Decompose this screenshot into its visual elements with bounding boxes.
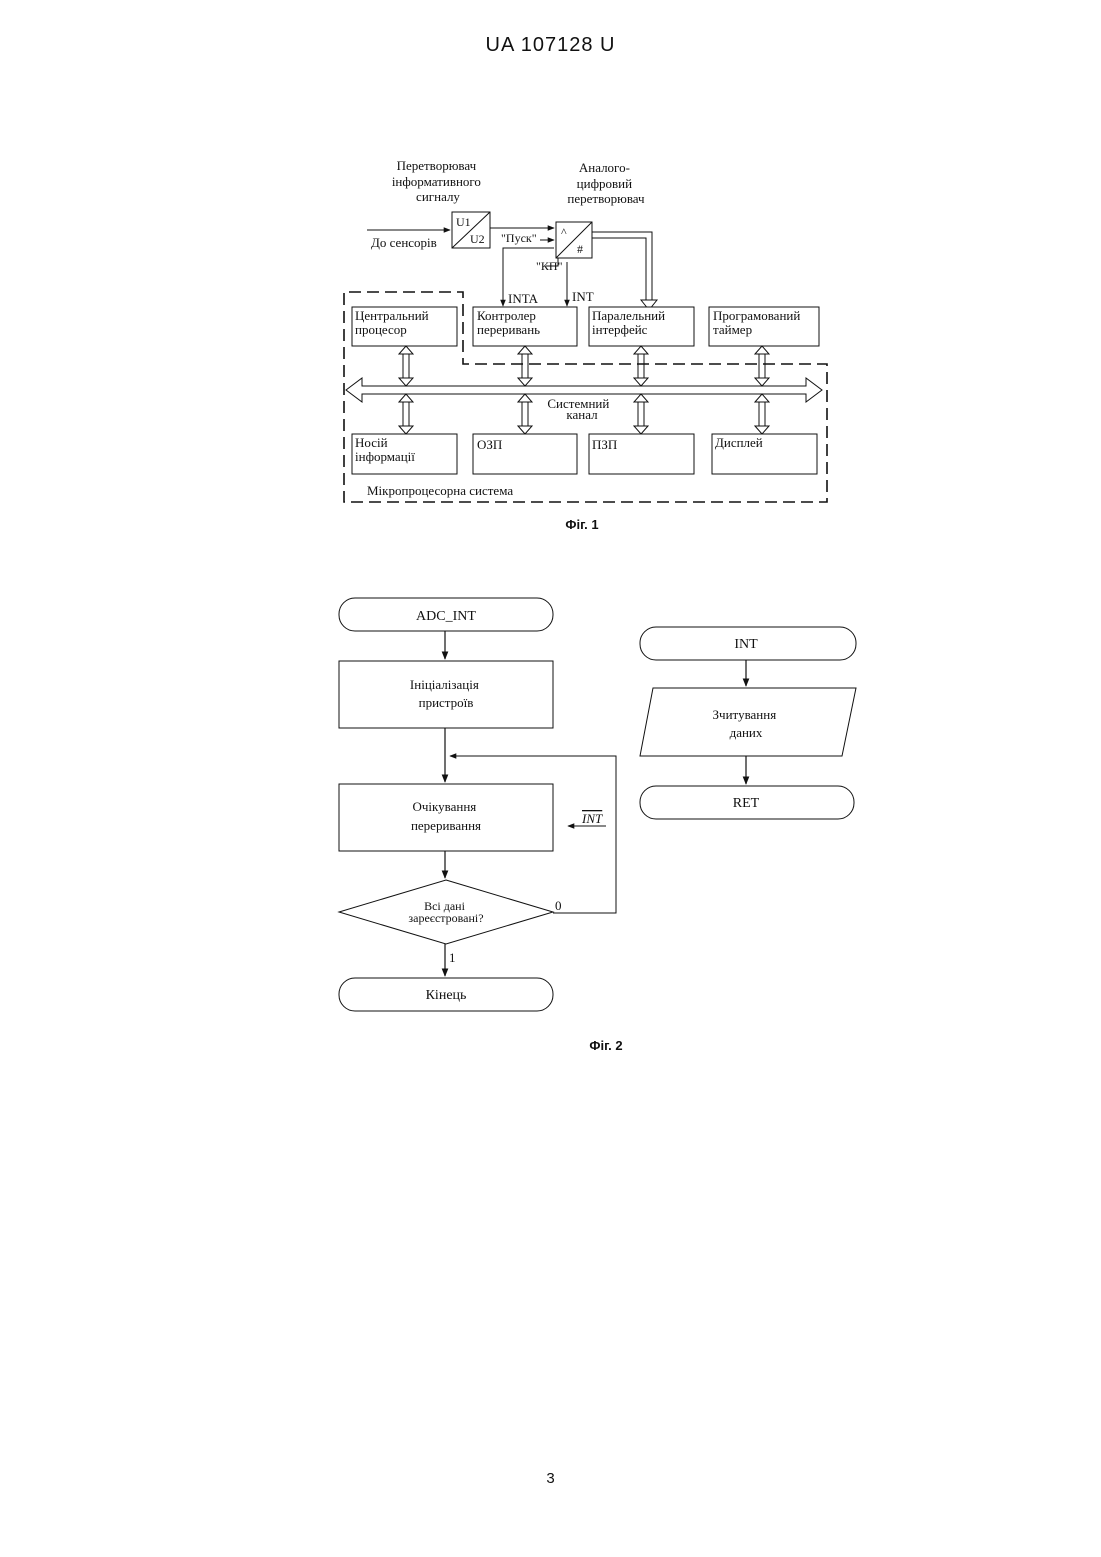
converter-input-label: U1 (456, 215, 471, 229)
signal-converter-block: U1 U2 (452, 212, 490, 248)
adc-block: ^ # (556, 222, 592, 258)
svg-text:Кінець: Кінець (426, 988, 467, 1003)
figure-2-flowchart: ADC_INT Ініціалізація пристроїв Очікуван… (339, 598, 856, 1011)
isr-read-data: Зчитування даних (640, 688, 856, 756)
svg-text:Програмований: Програмований (713, 308, 800, 323)
page-number: 3 (0, 1470, 1101, 1487)
flow-start: ADC_INT (339, 598, 553, 631)
isr-start: INT (640, 627, 856, 660)
adc-data-line-2 (592, 238, 646, 300)
svg-text:INT: INT (734, 637, 758, 652)
sensor-label: До сенсорів (371, 235, 437, 250)
figure-1-caption: Фіг. 1 (565, 517, 598, 532)
svg-text:Контролер: Контролер (477, 308, 536, 323)
int-input-label: INT (581, 811, 603, 826)
adc-data-line-1 (592, 232, 652, 300)
start-signal-label: "Пуск" (501, 231, 537, 245)
flow-init: Ініціалізація пристроїв (339, 661, 553, 728)
svg-text:процесор: процесор (355, 322, 407, 337)
svg-text:RET: RET (733, 796, 760, 811)
flow-end: Кінець (339, 978, 553, 1011)
converter-label: Перетворювач інформативного сигналу (392, 158, 484, 204)
svg-text:Носій: Носій (355, 435, 388, 450)
int-label: INT (572, 289, 594, 304)
yes-label: 1 (449, 950, 456, 965)
block-cpu: Центральний процесор (352, 307, 457, 346)
flow-wait: Очікування переривання (339, 784, 553, 851)
adc-label: Аналого- цифровий перетворювач (567, 160, 645, 206)
block-programmable-timer: Програмований таймер (709, 307, 819, 346)
svg-text:інтерфейс: інтерфейс (592, 322, 648, 337)
system-bus-label: Системний канал (547, 396, 612, 422)
svg-text:ОЗП: ОЗП (477, 437, 502, 452)
svg-text:ADC_INT: ADC_INT (416, 609, 476, 624)
block-ram: ОЗП (473, 434, 577, 474)
svg-text:інформації: інформації (355, 449, 415, 464)
block-display: Дисплей (712, 434, 817, 474)
figure-1-block-diagram: Перетворювач інформативного сигналу Анал… (344, 158, 827, 502)
svg-text:Дисплей: Дисплей (715, 435, 763, 450)
block-parallel-interface: Паралельний інтерфейс (589, 307, 694, 346)
end-signal-label: "КП" (536, 259, 563, 273)
inta-label: INTA (508, 291, 539, 306)
adc-digital-glyph: # (577, 242, 583, 256)
svg-text:Центральний: Центральний (355, 308, 429, 323)
svg-text:таймер: таймер (713, 322, 752, 337)
converter-output-label: U2 (470, 232, 485, 246)
svg-text:переривань: переривань (477, 322, 540, 337)
svg-text:Паралельний: Паралельний (592, 308, 665, 323)
svg-text:ПЗП: ПЗП (592, 437, 617, 452)
flow-decision: Всі дані зареєстровані? (339, 880, 553, 944)
block-rom: ПЗП (589, 434, 694, 474)
block-interrupt-controller: Контролер переривань (473, 307, 577, 346)
system-label: Мікропроцесорна система (367, 483, 513, 498)
block-storage: Носій інформації (352, 434, 457, 474)
isr-return: RET (640, 786, 854, 819)
figure-2-caption: Фіг. 2 (589, 1038, 622, 1053)
adc-analog-glyph: ^ (561, 225, 567, 239)
no-label: 0 (555, 898, 562, 913)
